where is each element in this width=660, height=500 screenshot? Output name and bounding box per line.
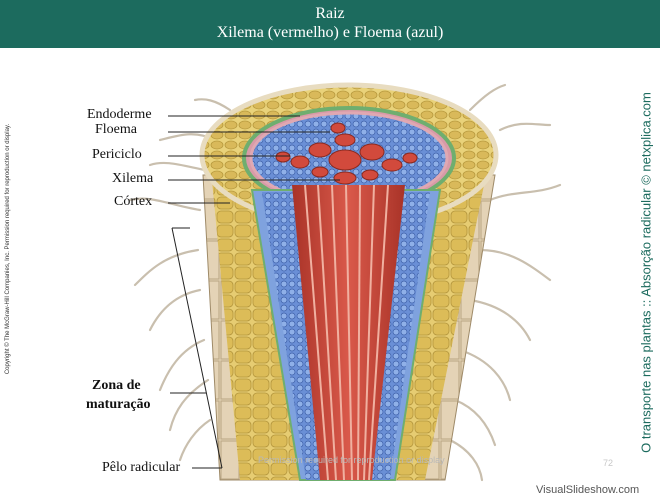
label-endoderme: Endoderme: [87, 107, 152, 122]
faint-page-number: 72: [603, 458, 614, 468]
xylem-vessels: [292, 184, 405, 481]
slide-title: Raiz: [315, 5, 345, 22]
watermark: VisualSlideshow.com: [536, 484, 640, 496]
label-zona-line2: maturação: [86, 397, 151, 412]
root-cross-section-diagram: [128, 82, 562, 482]
label-periciclo: Periciclo: [92, 147, 142, 162]
label-zona-line1: Zona de: [92, 378, 141, 393]
label-cortex: Córtex: [114, 194, 153, 209]
slide-subtitle: Xilema (vermelho) e Floema (azul): [216, 24, 444, 41]
copyright-notice: Copyright © The McGraw-Hill Companies, I…: [5, 123, 11, 375]
xylem-cross-section: [275, 122, 418, 185]
label-xilema: Xilema: [112, 171, 154, 186]
root-hairs: [128, 83, 562, 482]
side-caption: O transporte nas plantas :: Absorção rad…: [638, 92, 654, 453]
title-banner: Raiz Xilema (vermelho) e Floema (azul): [0, 0, 660, 48]
leader-lines: [168, 115, 340, 469]
label-pelo-radicular: Pêlo radicular: [102, 460, 181, 475]
faint-permission-text: Permission required for reproduction or …: [258, 455, 445, 465]
label-floema: Floema: [95, 122, 137, 137]
